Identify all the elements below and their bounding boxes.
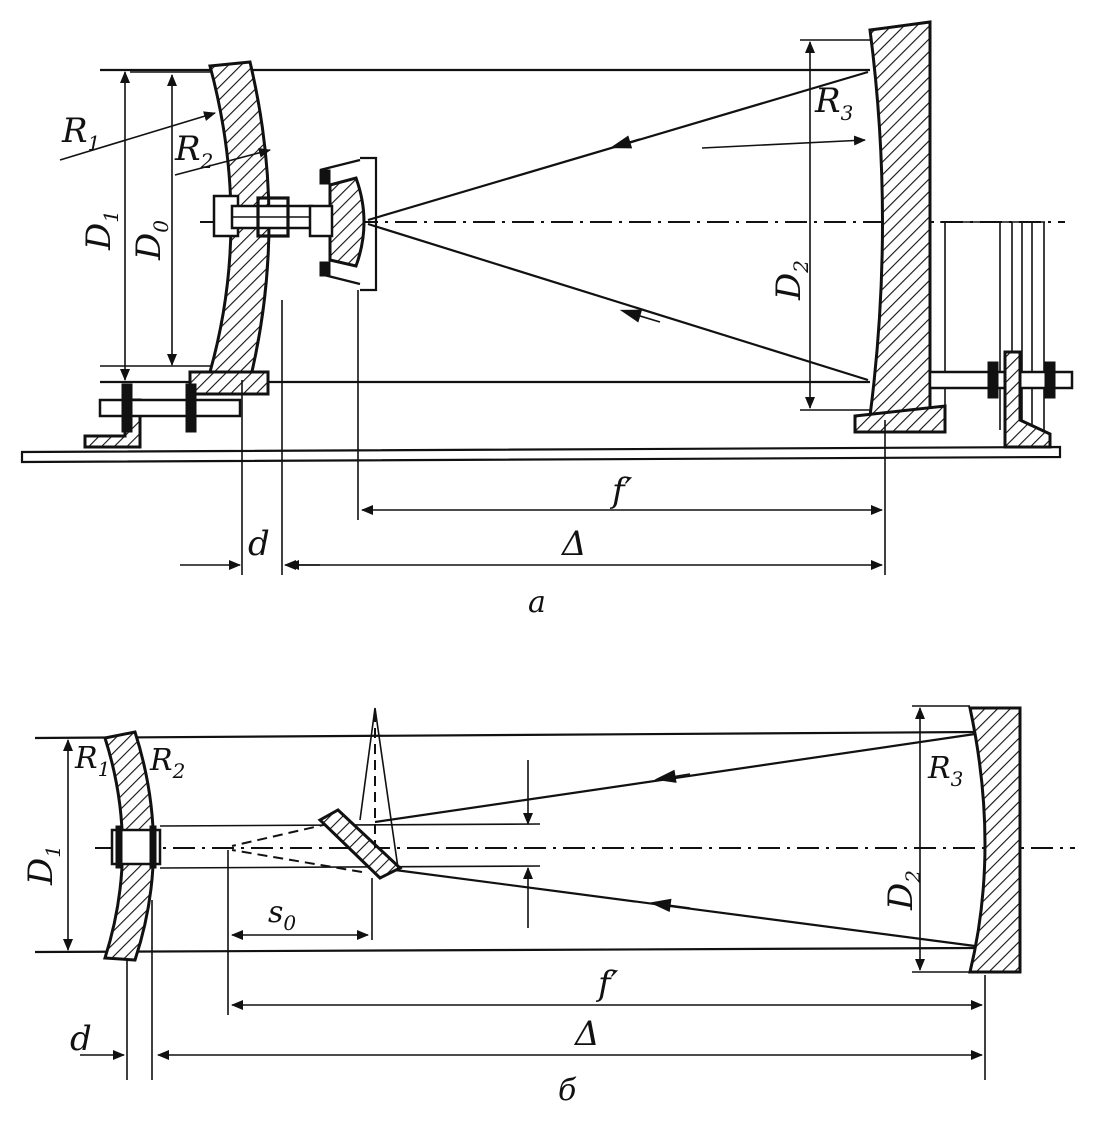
ray-arrow-bottom bbox=[619, 309, 661, 323]
primary-mirror-a bbox=[868, 20, 932, 418]
radius-R2-leader bbox=[174, 147, 271, 176]
caption-a: а bbox=[528, 585, 546, 620]
rear-screw bbox=[928, 370, 1074, 390]
folded-ray-bottom bbox=[231, 849, 363, 873]
label-f-a: f′ bbox=[609, 471, 633, 511]
ray-arrow-bottom-b bbox=[649, 898, 691, 913]
front-screw bbox=[98, 398, 242, 418]
label-D2-a: D2 bbox=[769, 260, 813, 301]
rear-nut-2 bbox=[1044, 361, 1056, 399]
lens-hub-b-cap1 bbox=[115, 825, 123, 869]
label-R3-b: R3 bbox=[927, 751, 963, 791]
label-R1-b: R1 bbox=[74, 741, 110, 781]
label-f-b: f′ bbox=[595, 964, 619, 1004]
ray-arrow-top-b bbox=[654, 769, 691, 783]
edge-ray-bottom-b bbox=[34, 946, 976, 954]
front-nut-2 bbox=[185, 383, 197, 433]
rear-foot bbox=[1003, 350, 1052, 449]
ray-arrow-top bbox=[609, 135, 641, 149]
label-R2-a: R2 bbox=[174, 129, 213, 173]
radius-R1-leader bbox=[59, 111, 216, 161]
figure-b: R1 R2 R3 D1 D2 s0 f′ Δ d б bbox=[21, 705, 1075, 1108]
label-D0-a: D0 bbox=[129, 220, 173, 261]
reflected-ray-top bbox=[367, 70, 869, 222]
reflected-ray-bottom bbox=[367, 222, 869, 382]
radius-R3-leader bbox=[701, 135, 866, 149]
label-D2-b: D2 bbox=[881, 870, 925, 911]
rear-bracket bbox=[940, 221, 1045, 430]
secondary-clip-bottom bbox=[319, 261, 331, 277]
label-d-a: d bbox=[248, 524, 270, 564]
label-R1-a: R1 bbox=[61, 111, 100, 155]
figure-a: R1 R2 R3 D1 D0 D2 f′ d Δ а bbox=[20, 20, 1074, 620]
label-d-b: d bbox=[70, 1019, 92, 1059]
label-s0: s0 bbox=[268, 895, 296, 935]
edge-ray-top-b bbox=[34, 730, 976, 740]
reflected-ray-top-b bbox=[374, 732, 976, 824]
base-plate bbox=[20, 445, 1062, 464]
front-nut-1 bbox=[121, 383, 133, 433]
label-R2-b: R2 bbox=[149, 743, 185, 783]
label-D1-a: D1 bbox=[79, 210, 123, 251]
caption-b: б bbox=[558, 1073, 577, 1108]
primary-mount bbox=[853, 404, 947, 434]
vignetting-triangle bbox=[359, 707, 399, 869]
diagonal-mirror bbox=[317, 808, 403, 880]
label-D1-b: D1 bbox=[21, 845, 65, 886]
lens-hub-b-cap2 bbox=[149, 825, 157, 869]
secondary-stem bbox=[308, 204, 334, 238]
lens-cell-ring bbox=[188, 370, 270, 396]
tube-line-bottom bbox=[159, 865, 541, 869]
rear-nut-1 bbox=[987, 361, 999, 399]
primary-mirror-b bbox=[968, 706, 1022, 974]
label-delta-a: Δ bbox=[560, 524, 587, 564]
secondary-mirror-a bbox=[328, 176, 366, 268]
label-R3-a: R3 bbox=[814, 81, 853, 125]
label-delta-b: Δ bbox=[573, 1014, 600, 1054]
secondary-clip-top bbox=[319, 169, 331, 185]
